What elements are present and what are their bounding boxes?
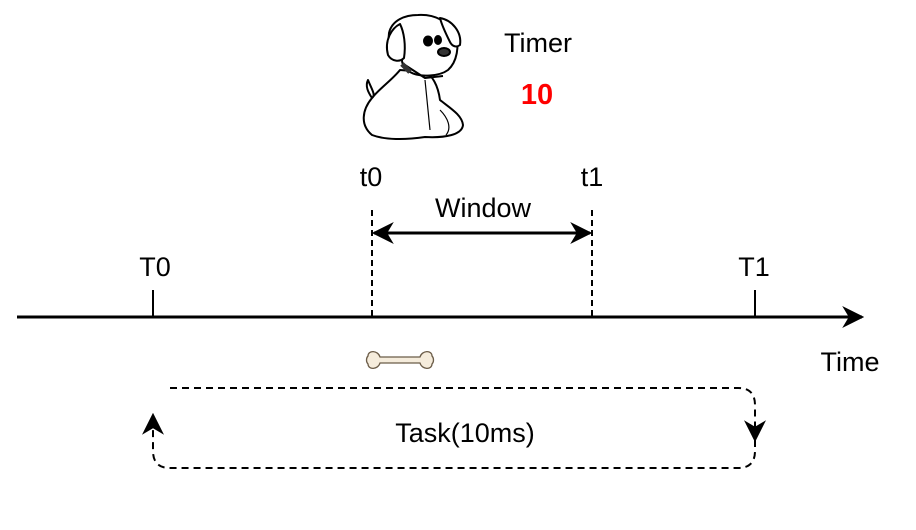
window-start-label: t0 bbox=[360, 162, 383, 192]
bone-icon bbox=[365, 350, 435, 370]
axis-label: Time bbox=[821, 347, 880, 377]
timer-value: 10 bbox=[521, 79, 553, 111]
task-loop-bottom bbox=[142, 412, 756, 469]
task-loop-top bbox=[170, 387, 766, 443]
dog-icon bbox=[362, 13, 464, 141]
task-label: Task(10ms) bbox=[395, 418, 535, 448]
tick-T1-label: T1 bbox=[738, 252, 770, 282]
tick-T0-label: T0 bbox=[139, 252, 171, 282]
window-label: Window bbox=[435, 193, 532, 223]
window-end-label: t1 bbox=[581, 162, 604, 192]
timer-label: Timer bbox=[504, 28, 572, 58]
